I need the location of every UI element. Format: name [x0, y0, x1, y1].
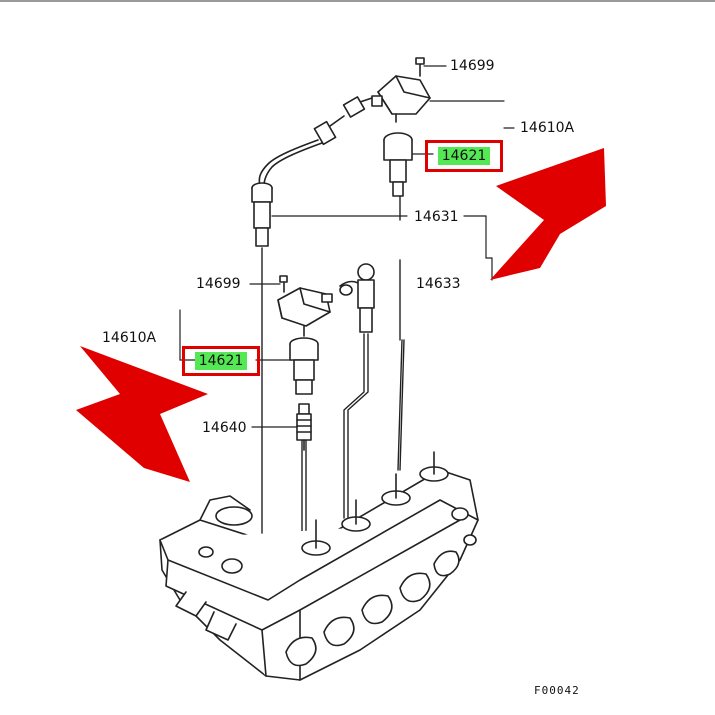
- arrow-left-pointer: [76, 346, 208, 482]
- label-bolt-mid: 14699: [196, 276, 241, 292]
- assembly-lines: [261, 195, 405, 573]
- highlight-box-mid: 14621: [182, 346, 260, 376]
- top-border: [0, 0, 715, 2]
- cylinder-head: [159, 451, 479, 681]
- coil-mid: [277, 287, 333, 337]
- label-boot-left: 14631: [414, 209, 459, 225]
- label-spark-plug: 14640: [202, 420, 247, 436]
- boot-mid: [289, 337, 319, 395]
- label-bracket-note: 14633: [416, 276, 461, 292]
- boot-right: [339, 263, 375, 333]
- label-coil-mid-boot: 14621: [194, 352, 248, 370]
- lead-wire: [258, 96, 373, 187]
- label-coil-mid-group: 14610A: [102, 330, 157, 346]
- bolt-top: [415, 57, 425, 77]
- coil-top: [371, 75, 431, 123]
- label-coil-top-boot: 14621: [437, 147, 491, 165]
- label-bolt-top: 14699: [450, 58, 495, 74]
- highlight-box-top: 14621: [425, 140, 503, 172]
- arrow-right-pointer: [490, 148, 606, 280]
- boot-left: [251, 182, 273, 247]
- boot-top: [383, 132, 413, 197]
- figure-code: F00042: [534, 684, 580, 697]
- spark-plug: [296, 403, 312, 451]
- label-coil-top-group: 14610A: [520, 120, 575, 136]
- bolt-mid: [279, 275, 288, 293]
